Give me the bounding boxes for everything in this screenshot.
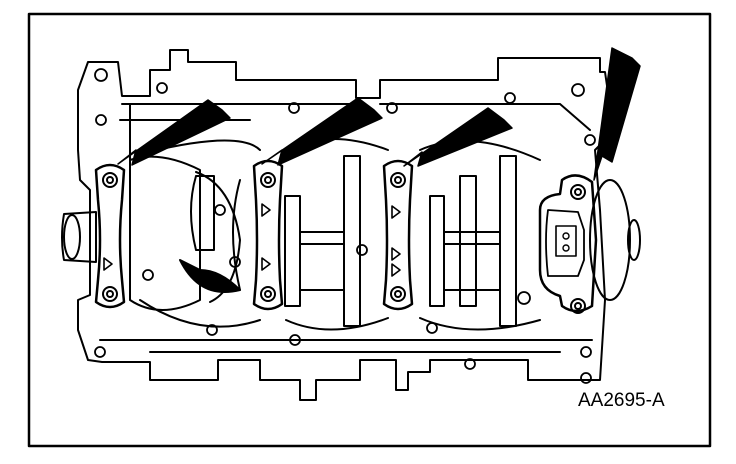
crank-web-7 [499, 155, 517, 327]
crank-counterweight [179, 259, 241, 293]
crank-nose [61, 211, 97, 263]
arrow-1 [117, 99, 231, 166]
arrows [117, 47, 641, 181]
figure-id-label: AA2695-A [578, 390, 665, 411]
crank-web-1 [129, 155, 201, 311]
crank-web-6 [429, 195, 445, 307]
crank-nose-end [63, 214, 81, 260]
arrow-3 [403, 107, 513, 167]
bearing-cap-4 [538, 174, 598, 314]
block-outline [77, 49, 613, 401]
crank-web-5 [343, 155, 361, 327]
crank-web-3 [232, 179, 241, 291]
bearing-cap-1 [94, 163, 126, 309]
crank-pin-2 [443, 231, 501, 291]
bearing-cap-3 [382, 159, 414, 311]
crank-web-left [190, 175, 215, 251]
flywheel-hub [589, 179, 631, 301]
arrow-4 [593, 47, 641, 181]
crank-web-4 [284, 195, 301, 307]
flywheel-boss [627, 219, 641, 261]
upper-ledge [119, 103, 591, 171]
lower-ledge [99, 339, 593, 353]
bearing-cap-2 [252, 159, 284, 311]
figure-border [27, 12, 712, 448]
crank-pin-1 [299, 231, 345, 291]
crank-web-8 [459, 175, 477, 307]
arrow-2 [261, 97, 383, 166]
lower-bore-curves [139, 299, 541, 331]
